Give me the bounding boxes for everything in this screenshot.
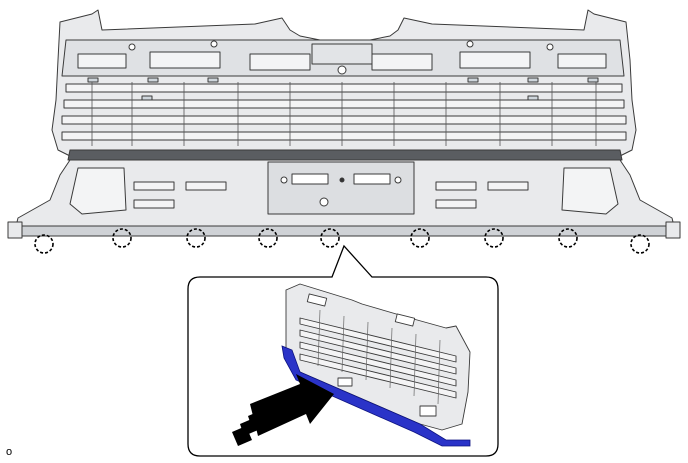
grille-lower-edge [67, 149, 623, 161]
clip-marker-icon [320, 228, 340, 248]
license-plate-mount [267, 161, 415, 215]
figure-footnote: o [6, 446, 13, 458]
clip-marker-icon [410, 228, 430, 248]
clip-marker-icon [258, 228, 278, 248]
lower-moulding-ends [7, 221, 681, 239]
callout-grille-bars [299, 317, 457, 399]
clip-markers [34, 228, 650, 254]
right-side-bezel [561, 167, 619, 215]
grille-vertical-ribs [91, 82, 597, 146]
header-mount-tabs [77, 43, 607, 71]
clip-marker-icon [186, 228, 206, 248]
clip-marker-icon [484, 228, 504, 248]
clip-marker-icon [112, 228, 132, 248]
highlighted-lower-moulding [281, 345, 471, 447]
lower-panel-tabs [133, 181, 529, 209]
clip-marker-icon [558, 228, 578, 248]
push-direction-arrow-icon [232, 374, 334, 446]
plate-mount-slots [291, 173, 391, 185]
callout-slots [306, 293, 437, 417]
grille-horizontal-bars [61, 83, 627, 141]
detail-callout [187, 244, 499, 457]
left-side-bezel [69, 167, 127, 215]
callout-grille-ribs [317, 309, 441, 405]
plate-mount-bolt-icon [280, 176, 402, 207]
clip-marker-icon [630, 234, 650, 254]
radiator-grille-assembly [7, 9, 681, 239]
header-bolt-holes [128, 40, 554, 75]
clip-marker-icon [34, 234, 54, 254]
retainer-slots [87, 77, 599, 101]
